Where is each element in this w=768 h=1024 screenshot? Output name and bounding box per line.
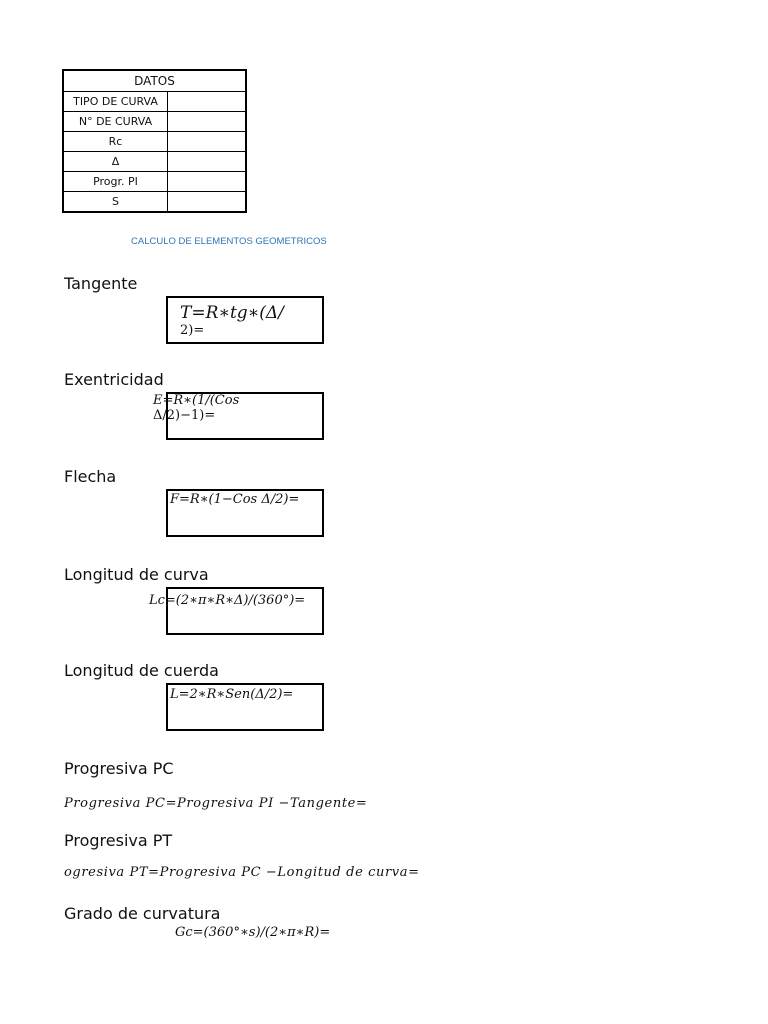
heading-flecha: Flecha xyxy=(64,467,117,486)
formula-box-tangente[interactable]: T=R∗tg∗(Δ/ 2)= xyxy=(166,296,324,344)
heading-exentricidad: Exentricidad xyxy=(64,370,164,389)
formula-flecha: F=R∗(1−Cos Δ/2)= xyxy=(170,492,300,507)
row-value-rc[interactable] xyxy=(167,131,247,152)
table-row: N° DE CURVA xyxy=(62,111,247,132)
formula-tangente-line1: T=R∗tg∗(Δ/ xyxy=(180,303,284,323)
row-label-rc: Rc xyxy=(62,131,168,152)
row-value-numero-de-curva[interactable] xyxy=(167,111,247,132)
formula-box-flecha[interactable]: F=R∗(1−Cos Δ/2)= xyxy=(166,489,324,537)
formula-progresiva-pc: Progresiva PC=Progresiva PI −Tangente= xyxy=(64,796,368,811)
row-label-numero-de-curva: N° DE CURVA xyxy=(62,111,168,132)
table-row: Δ xyxy=(62,151,247,172)
formula-box-longitud-de-curva[interactable] xyxy=(166,587,324,635)
row-label-tipo-de-curva: TIPO DE CURVA xyxy=(62,91,168,112)
table-row: TIPO DE CURVA xyxy=(62,91,247,112)
formula-longitud-de-curva: Lc=(2∗π∗R∗Δ)/(360°)= xyxy=(149,593,306,608)
formula-progresiva-pt: ogresiva PT=Progresiva PC −Longitud de c… xyxy=(64,865,420,880)
row-value-delta[interactable] xyxy=(167,151,247,172)
row-value-progr-pi[interactable] xyxy=(167,171,247,192)
row-label-delta: Δ xyxy=(62,151,168,172)
table-row: Rc xyxy=(62,131,247,152)
row-value-s[interactable] xyxy=(167,191,247,213)
row-value-tipo-de-curva[interactable] xyxy=(167,91,247,112)
table-row: Progr. PI xyxy=(62,171,247,192)
row-label-s: S xyxy=(62,191,168,213)
heading-grado-de-curvatura: Grado de curvatura xyxy=(64,904,221,923)
formula-exentricidad-line2: Δ/2)−1)= xyxy=(153,408,216,423)
table-row: S xyxy=(62,191,247,213)
formula-exentricidad-line1: E=R∗(1/(Cos xyxy=(153,393,240,408)
row-label-progr-pi: Progr. PI xyxy=(62,171,168,192)
datos-table: DATOS TIPO DE CURVA N° DE CURVA Rc Δ Pro… xyxy=(62,69,247,213)
heading-progresiva-pt: Progresiva PT xyxy=(64,831,173,850)
heading-progresiva-pc: Progresiva PC xyxy=(64,759,174,778)
section-subtitle: CALCULO DE ELEMENTOS GEOMETRICOS xyxy=(131,236,327,247)
formula-longitud-de-cuerda: L=2∗R∗Sen(Δ/2)= xyxy=(170,687,294,702)
heading-longitud-de-curva: Longitud de curva xyxy=(64,565,209,584)
formula-box-longitud-de-cuerda[interactable]: L=2∗R∗Sen(Δ/2)= xyxy=(166,683,324,731)
heading-longitud-de-cuerda: Longitud de cuerda xyxy=(64,661,219,680)
formula-tangente-line2: 2)= xyxy=(180,323,205,338)
heading-tangente: Tangente xyxy=(64,274,138,293)
formula-box-exentricidad[interactable] xyxy=(166,392,324,440)
datos-header: DATOS xyxy=(62,69,247,92)
formula-grado-de-curvatura: Gc=(360°∗s)/(2∗π∗R)= xyxy=(175,925,331,940)
